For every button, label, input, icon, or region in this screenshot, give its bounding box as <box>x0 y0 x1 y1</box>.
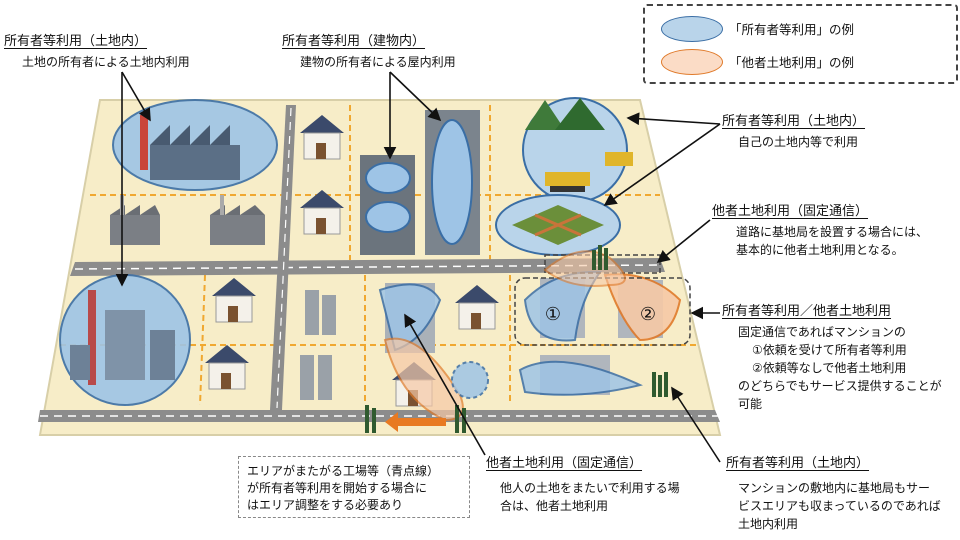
callout-6-line-2: 合は、他者土地利用 <box>500 499 609 513</box>
callout-4-line-2: 基本的に他者土地利用となる。 <box>736 243 904 257</box>
callout-2-heading: 所有者等利用（建物内） <box>282 34 426 49</box>
callout-5-line-1: 固定通信であればマンションの <box>738 325 906 339</box>
legend-owner-label: 「所有者等利用」の例 <box>729 22 855 37</box>
legend: 「所有者等利用」の例 「他者土地利用」の例 <box>643 4 958 84</box>
factory-icon <box>112 99 278 191</box>
callout-5-line-4: のどちらでもサービス提供することが <box>738 379 942 393</box>
leader-lines <box>115 71 721 463</box>
apartment-icon <box>518 270 682 396</box>
building-icon <box>360 110 480 255</box>
marker-1: ① <box>545 304 561 325</box>
bulldozer-icon <box>522 97 633 203</box>
zone-box-apartment <box>514 277 691 346</box>
callout-3-heading: 所有者等利用（土地内） <box>722 114 866 129</box>
callout-5-line-2: ①依頼を受けて所有者等利用 <box>752 343 907 357</box>
antenna-icon <box>365 245 668 433</box>
legend-other-label: 「他者土地利用」の例 <box>729 55 855 70</box>
tank-icon <box>300 290 336 400</box>
callout-5-line-5: 可能 <box>738 397 763 411</box>
area-adjustment-note: エリアがまたがる工場等（青点線） が所有者等利用を開始する場合に はエリア調整を… <box>238 456 470 518</box>
callout-1-text: 土地の所有者による土地内利用 <box>22 55 190 69</box>
callout-7-line-2: ビスエリアも収まっているのであれば <box>738 499 941 513</box>
legend-owner-swatch <box>661 16 723 42</box>
note-line-2: が所有者等利用を開始する場合に <box>247 481 428 495</box>
roads <box>38 105 720 422</box>
plant-icon <box>59 274 191 406</box>
callout-4-heading: 他者土地利用（固定通信） <box>712 204 869 219</box>
callout-7-line-1: マンションの敷地内に基地局もサー <box>738 481 931 495</box>
callout-4-line-1: 道路に基地局を設置する場合には、 <box>736 225 929 239</box>
callout-5-line-3: ②依頼等なしで他者土地利用 <box>752 361 907 375</box>
callout-6-line-1: 他人の土地をまたいで利用する場 <box>500 481 680 495</box>
marker-2: ② <box>640 304 656 325</box>
callout-7-heading: 所有者等利用（土地内） <box>726 456 870 471</box>
callout-5-heading: 所有者等利用／他者土地利用 <box>722 304 892 319</box>
callout-1-heading: 所有者等利用（土地内） <box>4 34 148 49</box>
callout-7-line-3: 土地内利用 <box>738 517 799 531</box>
callout-2-text: 建物の所有者による屋内利用 <box>300 55 456 69</box>
small-factories <box>110 195 265 245</box>
legend-other-swatch <box>661 49 723 75</box>
note-line-3: はエリア調整をする必要あり <box>247 498 404 512</box>
note-line-1: エリアがまたがる工場等（青点線） <box>247 464 440 478</box>
callout-3-text: 自己の土地内等で利用 <box>738 135 859 149</box>
arrow-icon <box>385 412 446 432</box>
callout-6-heading: 他者土地利用（固定通信） <box>486 456 643 471</box>
